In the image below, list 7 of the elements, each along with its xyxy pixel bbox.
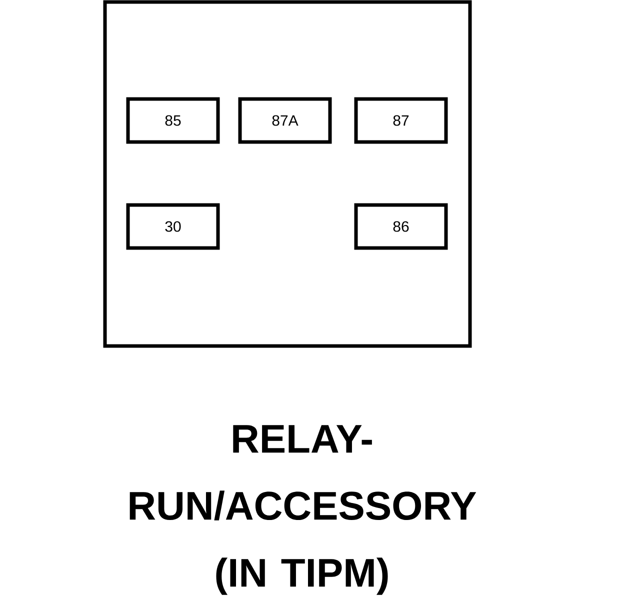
pin-box: 87	[354, 97, 448, 144]
caption: RELAY- RUN/ACCESSORY (IN TIPM)	[130, 425, 476, 595]
pin-box: 87A	[238, 97, 332, 144]
pin-box: 30	[126, 203, 220, 250]
relay-outline	[103, 0, 472, 348]
pin-box: 86	[354, 203, 448, 250]
pin-box: 85	[126, 97, 220, 144]
